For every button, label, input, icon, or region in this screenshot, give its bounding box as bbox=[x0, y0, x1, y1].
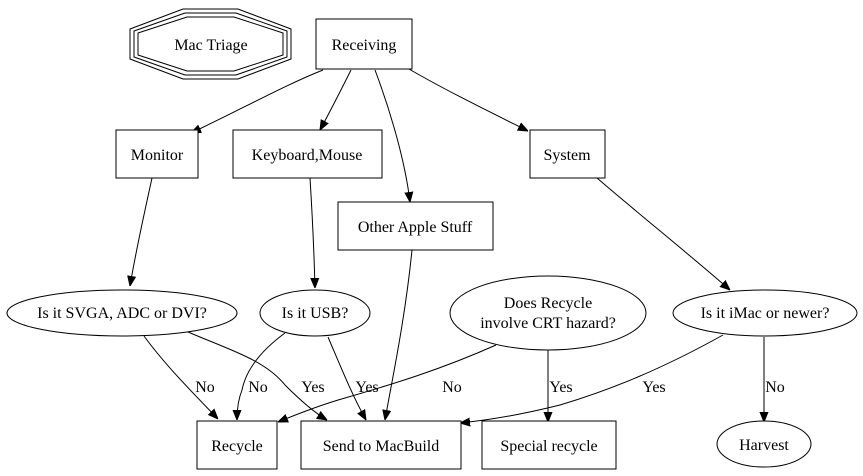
edge-crt-recycle bbox=[278, 344, 497, 422]
edge-label-crt-no: No bbox=[442, 379, 462, 396]
edge-usb-macbuild bbox=[327, 336, 366, 420]
edge-receiving-monitor bbox=[191, 69, 324, 133]
edge-monitor-svga bbox=[130, 177, 153, 286]
node-receiving-label: Receiving bbox=[332, 37, 397, 54]
node-system-label: System bbox=[543, 147, 591, 164]
node-q-crt-label-line1: Does Recycle bbox=[504, 295, 592, 312]
edge-label-svga-no: No bbox=[195, 379, 215, 396]
edge-label-imac-no: No bbox=[765, 379, 785, 396]
node-q-crt-label-line2: involve CRT hazard? bbox=[480, 315, 616, 332]
node-receiving: Receiving bbox=[315, 18, 413, 70]
edge-label-usb-yes: Yes bbox=[355, 379, 378, 396]
edge-svga-macbuild bbox=[187, 331, 327, 420]
node-monitor: Monitor bbox=[115, 129, 199, 179]
edge-label-imac-yes: Yes bbox=[642, 379, 665, 396]
node-keyboard-mouse-label: Keyboard,Mouse bbox=[252, 147, 363, 164]
node-harvest-label: Harvest bbox=[739, 437, 789, 454]
edge-usb-recycle bbox=[237, 332, 286, 420]
edge-receiving-keyboard bbox=[320, 69, 352, 130]
edge-label-crt-yes: Yes bbox=[549, 379, 572, 396]
node-special-recycle: Special recycle bbox=[481, 420, 617, 470]
node-mac-triage: Mac Triage bbox=[129, 8, 292, 80]
node-recycle-label: Recycle bbox=[211, 438, 263, 455]
node-q-usb-label: Is it USB? bbox=[282, 305, 349, 322]
edge-receiving-system bbox=[408, 68, 528, 131]
node-system: System bbox=[529, 129, 606, 179]
edge-label-svga-yes: Yes bbox=[301, 379, 324, 396]
node-q-svga: Is it SVGA, ADC or DVI? bbox=[6, 289, 238, 337]
edge-receiving-other bbox=[374, 69, 410, 202]
edge-svga-recycle bbox=[143, 335, 218, 419]
edge-keyboard-usb bbox=[309, 177, 315, 288]
node-special-recycle-label: Special recycle bbox=[500, 438, 597, 455]
node-recycle: Recycle bbox=[196, 420, 278, 470]
edge-label-usb-no: No bbox=[248, 379, 268, 396]
node-q-usb: Is it USB? bbox=[259, 289, 371, 337]
node-mac-triage-label: Mac Triage bbox=[174, 37, 247, 54]
node-send-to-macbuild: Send to MacBuild bbox=[300, 420, 462, 470]
node-q-imac: Is it iMac or newer? bbox=[672, 289, 858, 337]
node-send-to-macbuild-label: Send to MacBuild bbox=[323, 438, 439, 455]
node-keyboard-mouse: Keyboard,Mouse bbox=[232, 129, 383, 179]
node-q-imac-label: Is it iMac or newer? bbox=[701, 305, 830, 322]
node-other-apple-stuff: Other Apple Stuff bbox=[337, 201, 494, 251]
node-harvest: Harvest bbox=[716, 420, 812, 468]
edge-imac-macbuild bbox=[460, 334, 724, 423]
node-q-svga-label: Is it SVGA, ADC or DVI? bbox=[37, 305, 207, 322]
edge-system-imac bbox=[596, 177, 730, 290]
edge-other-macbuild bbox=[385, 249, 413, 420]
node-q-crt: Does Recycle involve CRT hazard? bbox=[449, 275, 647, 351]
node-monitor-label: Monitor bbox=[131, 147, 184, 164]
node-other-apple-stuff-label: Other Apple Stuff bbox=[358, 219, 473, 236]
